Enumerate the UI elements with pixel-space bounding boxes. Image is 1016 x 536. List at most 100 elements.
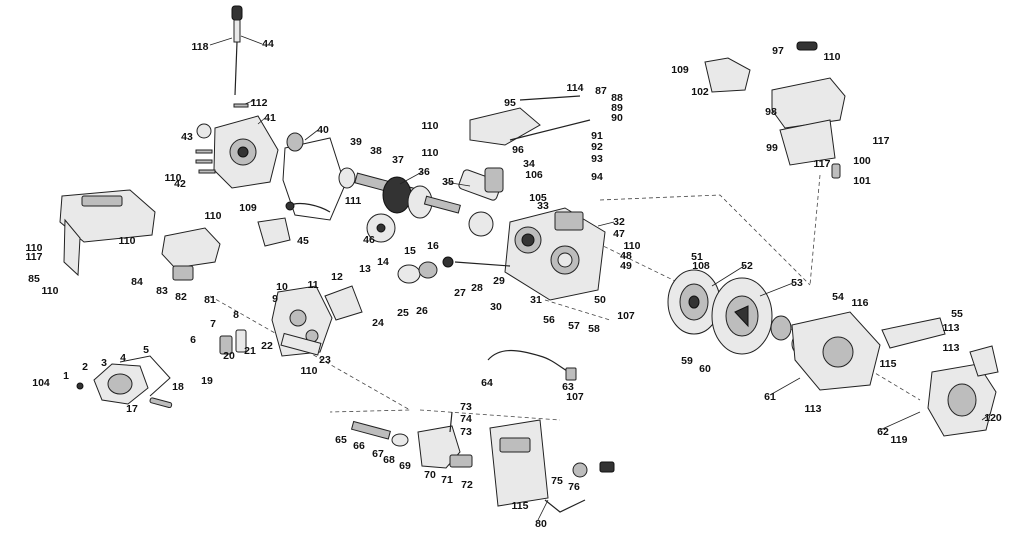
part-label-44: 44: [262, 38, 274, 50]
part-label-72: 72: [461, 479, 473, 491]
part-label-65: 65: [335, 434, 347, 446]
part-label-118: 118: [192, 41, 209, 53]
part-label-33: 33: [537, 200, 549, 212]
dipstick-part: [209, 5, 263, 96]
part-label-91: 91: [591, 130, 603, 142]
part-label-47: 47: [613, 228, 625, 240]
part-label-84: 84: [131, 276, 143, 288]
part-label-112: 112: [251, 97, 268, 109]
part-label-8: 8: [233, 309, 239, 321]
part-label-34: 34: [523, 158, 535, 170]
part-label-75: 75: [551, 475, 563, 487]
part-label-7: 7: [210, 318, 216, 330]
fuel-tank-part: [704, 41, 846, 179]
engine-block-part: [504, 207, 606, 301]
part-label-108: 108: [692, 260, 710, 272]
part-label-43: 43: [181, 131, 193, 143]
part-label-69: 69: [399, 460, 411, 472]
part-label-76: 76: [568, 481, 580, 493]
wire-harness-part: [487, 349, 577, 381]
part-label-110: 110: [301, 365, 318, 377]
part-label-38: 38: [370, 145, 382, 157]
recoil-cover-part: [791, 311, 881, 391]
part-label-100: 100: [853, 155, 871, 167]
part-label-101: 101: [853, 175, 871, 187]
part-label-1: 1: [63, 370, 69, 382]
part-label-90: 90: [611, 112, 623, 124]
part-label-74: 74: [460, 413, 472, 425]
part-label-61: 61: [764, 391, 776, 403]
part-label-110: 110: [165, 172, 182, 184]
part-label-51: 51: [691, 251, 703, 263]
part-label-22: 22: [261, 340, 273, 352]
part-label-110: 110: [119, 235, 136, 247]
part-label-110: 110: [422, 147, 439, 159]
part-label-110: 110: [422, 120, 439, 132]
part-label-24: 24: [372, 317, 384, 329]
crankshaft-part: [354, 172, 461, 219]
part-label-120: 120: [984, 412, 1002, 424]
valve-train-part: [397, 211, 511, 284]
part-label-71: 71: [441, 474, 453, 486]
part-label-5: 5: [143, 344, 149, 356]
part-label-92: 92: [591, 141, 603, 153]
part-label-88: 88: [611, 92, 623, 104]
part-label-32: 32: [613, 216, 625, 228]
fuel-tank-shroud-part: [59, 189, 156, 277]
part-label-62: 62: [877, 426, 889, 438]
part-label-110: 110: [824, 51, 841, 63]
cooling-fan-part: [711, 277, 773, 355]
part-label-13: 13: [359, 263, 371, 275]
part-label-18: 18: [172, 381, 184, 393]
part-label-20: 20: [223, 350, 235, 362]
carb-linkage-part: [219, 329, 322, 356]
part-label-48: 48: [620, 250, 632, 262]
part-label-117: 117: [814, 158, 831, 170]
part-label-107: 107: [617, 310, 635, 322]
part-label-2: 2: [82, 361, 88, 373]
part-label-97: 97: [772, 45, 784, 57]
part-label-109: 109: [671, 64, 689, 76]
part-label-25: 25: [397, 307, 409, 319]
part-label-28: 28: [471, 282, 483, 294]
part-label-94: 94: [591, 171, 603, 183]
part-label-68: 68: [383, 454, 395, 466]
control-panel-part: [489, 419, 615, 513]
part-label-114: 114: [567, 82, 584, 94]
part-label-66: 66: [353, 440, 365, 452]
part-label-110: 110: [42, 285, 59, 297]
flywheel-part: [667, 269, 721, 335]
piston-rod-part: [458, 167, 504, 201]
part-label-113: 113: [805, 403, 822, 415]
air-filter-part: [76, 355, 173, 409]
part-label-93: 93: [591, 153, 603, 165]
part-label-35: 35: [442, 176, 454, 188]
part-label-4: 4: [120, 352, 126, 364]
part-label-9: 9: [272, 293, 278, 305]
part-label-85: 85: [28, 273, 40, 285]
part-label-26: 26: [416, 305, 428, 317]
part-label-54: 54: [832, 291, 844, 303]
part-label-82: 82: [175, 291, 187, 303]
crankcase-cover-part: [195, 103, 279, 189]
carburetor-part: [350, 411, 473, 469]
ignition-coil-part: [257, 201, 331, 247]
part-label-64: 64: [481, 377, 493, 389]
part-label-39: 39: [350, 136, 362, 148]
part-label-10: 10: [276, 281, 288, 293]
part-label-105: 105: [529, 192, 547, 204]
part-label-16: 16: [427, 240, 439, 252]
part-label-113: 113: [943, 322, 960, 334]
part-label-107: 107: [566, 391, 584, 403]
part-label-55: 55: [951, 308, 963, 320]
part-label-53: 53: [791, 277, 803, 289]
part-label-80: 80: [535, 518, 547, 530]
part-label-14: 14: [377, 256, 389, 268]
part-label-67: 67: [372, 448, 384, 460]
recoil-starter-part: [927, 345, 999, 437]
part-label-19: 19: [201, 375, 213, 387]
part-label-12: 12: [331, 271, 343, 283]
part-label-87: 87: [595, 85, 607, 97]
